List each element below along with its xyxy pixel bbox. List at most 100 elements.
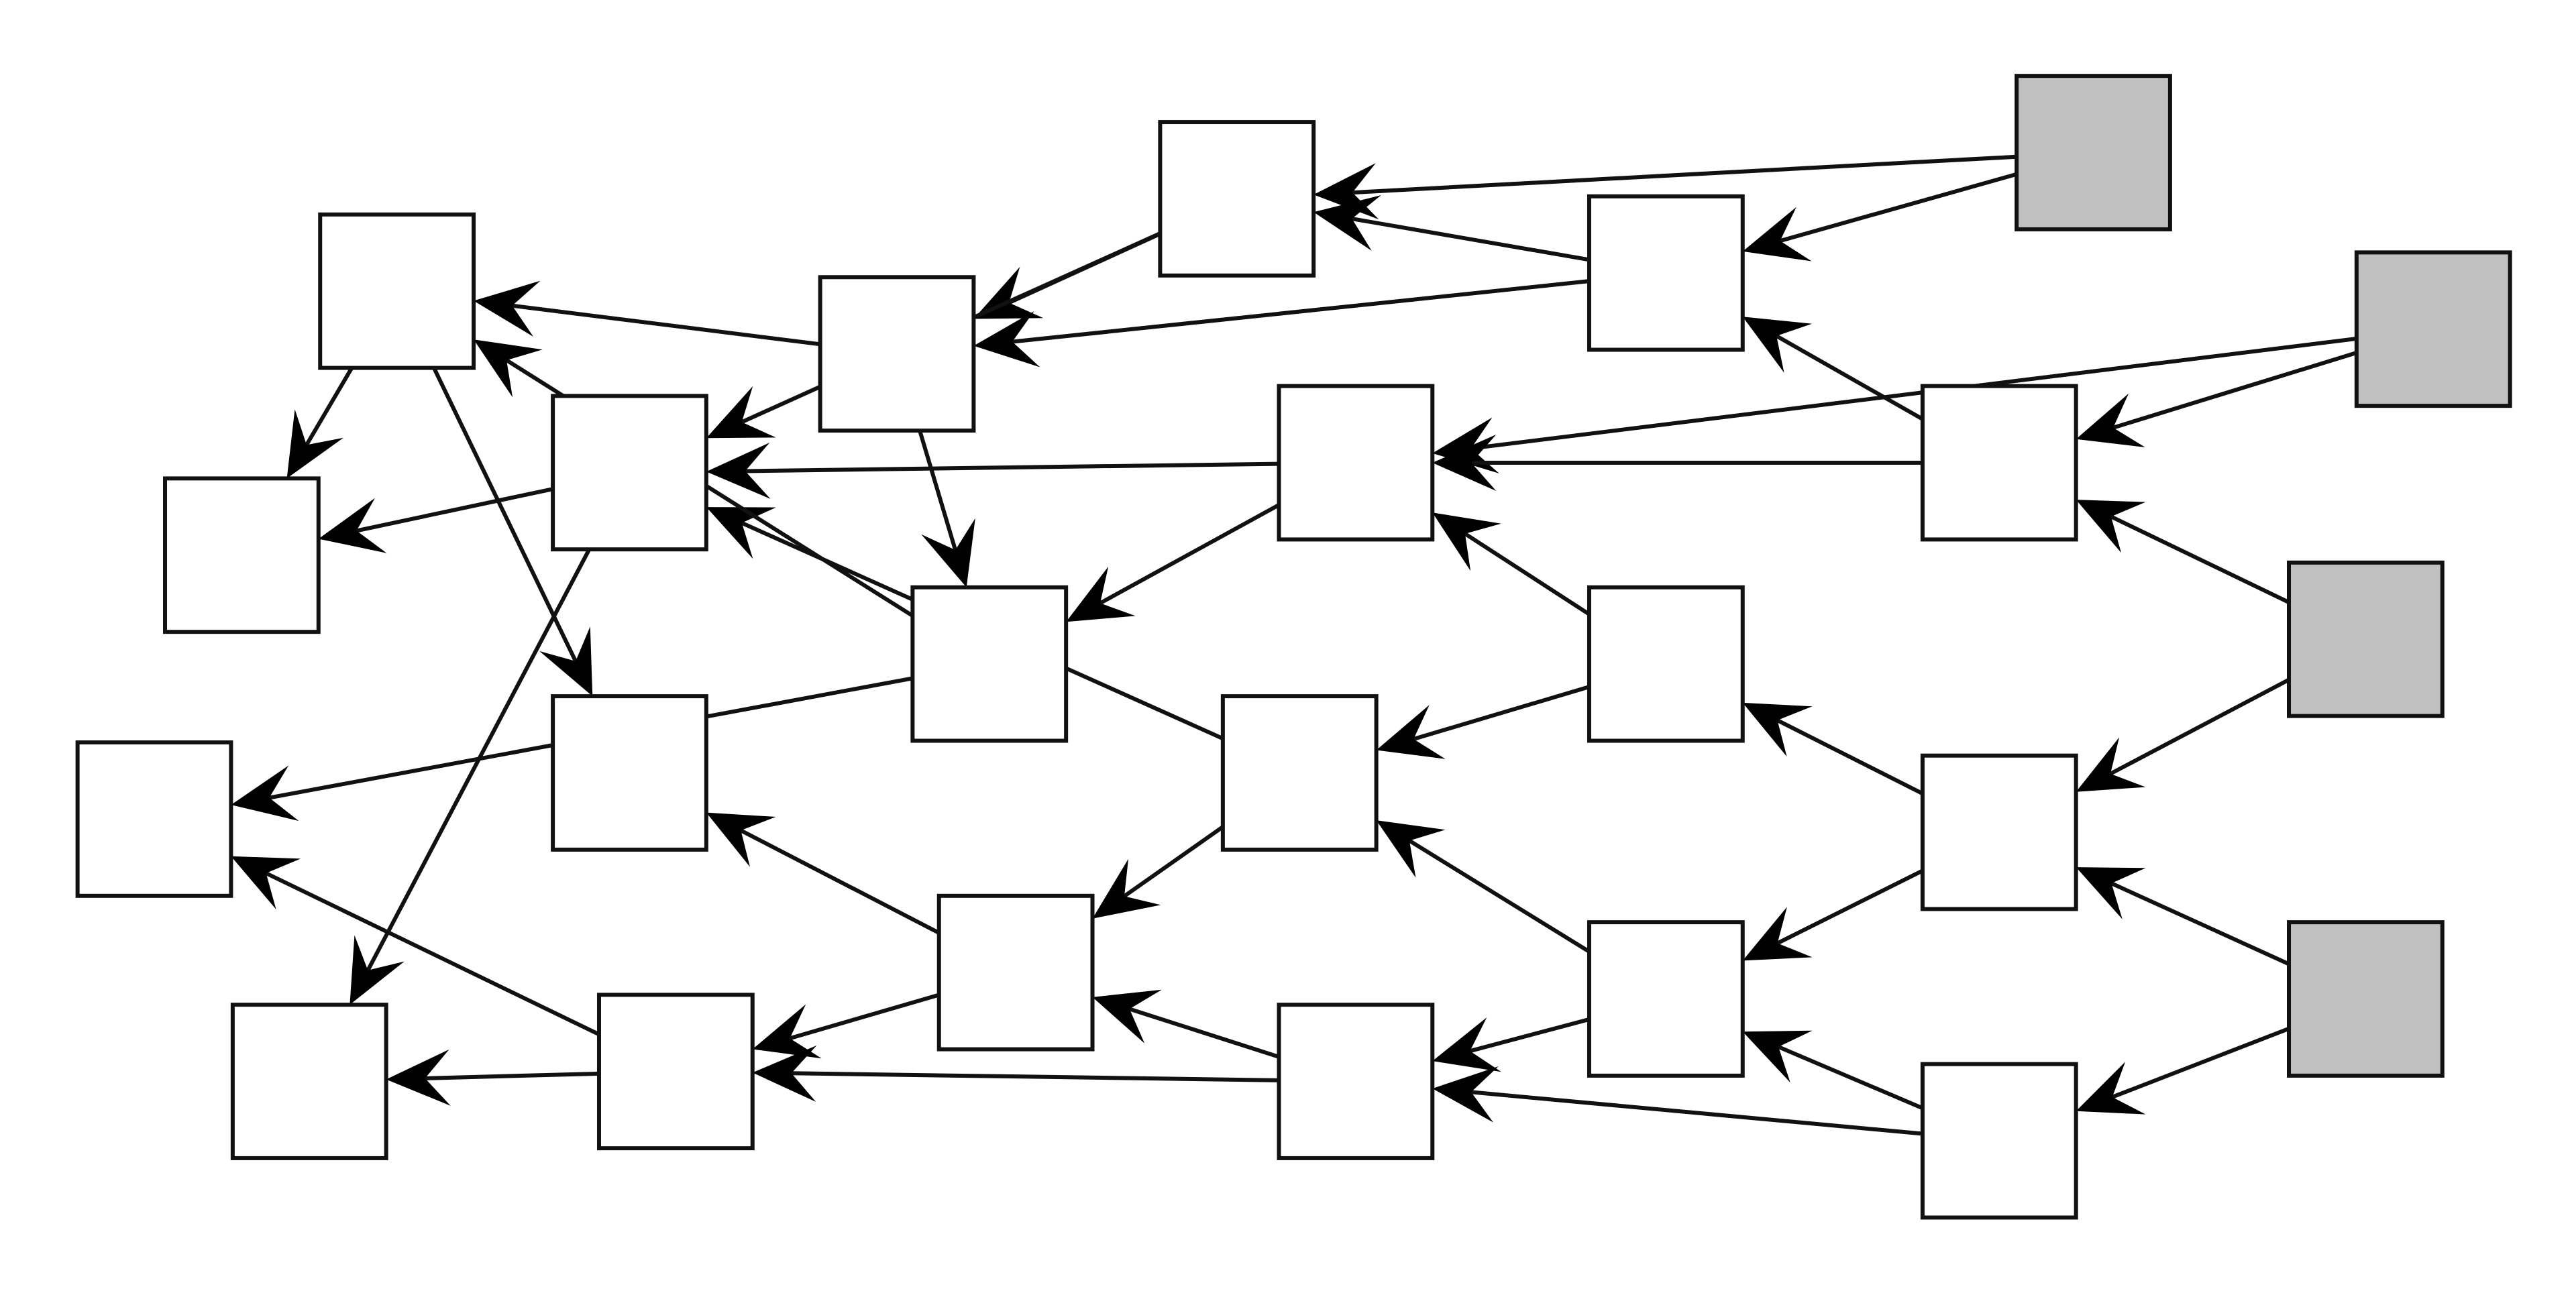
edge-n25-to-n21 [425, 1071, 600, 1080]
node-n12 [1220, 694, 1379, 852]
arrowhead-n4-to-n14 [2076, 1062, 2146, 1115]
node-n21 [230, 1003, 388, 1160]
edge-n2-to-n8 [1470, 336, 2357, 451]
node-n16 [910, 585, 1069, 743]
node-n9 [818, 275, 976, 433]
edge-n1-to-n5 [1779, 172, 2017, 243]
arrowhead-n9-to-n17 [474, 280, 541, 337]
arrowhead-n4-to-n11 [2076, 867, 2146, 919]
arrowhead-n6-to-n9 [973, 266, 1044, 319]
arrowhead-n25-to-n21 [386, 1049, 451, 1106]
edge-n1-to-n6 [1352, 154, 2017, 195]
node-n19 [936, 893, 1095, 1052]
edge-n9-to-n17 [512, 303, 820, 347]
arrowhead-n15-to-n21 [350, 935, 405, 1005]
arrowhead-n17-to-n24 [286, 409, 343, 479]
arrowhead-n13-to-n18 [1432, 1017, 1501, 1072]
arrowhead-n5-to-n6 [1313, 195, 1381, 251]
edge-n4-to-n11 [2110, 881, 2290, 966]
arrowhead-n13-to-n12 [1376, 820, 1446, 878]
arrowhead-n9-to-n16 [921, 518, 975, 587]
edge-n11-to-n10 [1776, 718, 1924, 795]
source-node-n4 [2287, 920, 2445, 1078]
node-n14 [1920, 1062, 2078, 1220]
nodes-layer [75, 74, 2512, 1220]
arrowhead-n7-to-n8 [1432, 435, 1497, 492]
source-node-n1 [2015, 74, 2172, 231]
node-n5 [1587, 194, 1745, 352]
node-n11 [1920, 753, 2078, 911]
arrowhead-n3-to-n7 [2076, 500, 2146, 553]
node-n17 [318, 212, 476, 370]
arrowhead-n12-to-n19 [1092, 858, 1161, 919]
edge-n10-to-n12 [1413, 685, 1590, 741]
arrowhead-n8-to-n15 [706, 442, 771, 499]
edge-n17-to-n23 [432, 367, 578, 663]
edge-n14-to-n18 [1470, 1090, 1923, 1136]
arrowhead-n6-to-n15 [706, 386, 776, 439]
node-n20 [163, 476, 321, 634]
edge-n5-to-n6 [1351, 217, 1590, 262]
node-n15 [551, 394, 708, 552]
arrowhead-n15-to-n20 [318, 498, 387, 553]
edge-n4-to-n14 [2111, 1027, 2290, 1099]
arrowhead-n10-to-n12 [1376, 705, 1446, 759]
arrowhead-n16-to-n17 [474, 339, 543, 398]
arrowhead-n25-to-n22 [231, 856, 301, 909]
edge-n13-to-n12 [1408, 839, 1591, 954]
edge-n18-to-n19 [1128, 1007, 1280, 1059]
arrowhead-n10-to-n8 [1432, 512, 1501, 571]
edge-n5-to-n9 [1012, 279, 1590, 344]
node-n25 [596, 993, 755, 1151]
arrowhead-n3-to-n11 [2076, 737, 2146, 792]
node-n10 [1587, 585, 1745, 743]
edge-n15-to-n20 [356, 487, 553, 533]
arrowhead-n11-to-n10 [1742, 702, 1813, 757]
node-n18 [1277, 1003, 1435, 1160]
node-n22 [75, 740, 233, 898]
arrowhead-n8-to-n16 [1066, 566, 1136, 622]
edge-n12-to-n19 [1123, 825, 1224, 898]
arrowhead-n7-to-n5 [1742, 317, 1813, 373]
edge-n19-to-n23 [740, 828, 941, 935]
node-n7 [1920, 384, 2078, 542]
edge-n8-to-n16 [1099, 503, 1280, 605]
arrowhead-n14-to-n13 [1742, 1030, 1813, 1083]
edge-n13-to-n18 [1469, 1017, 1590, 1054]
edge-n25-to-n22 [265, 871, 600, 1037]
edge-n19-to-n25 [789, 993, 940, 1041]
edge-n11-to-n13 [1776, 868, 1924, 946]
arrowhead-n19-to-n25 [752, 1004, 822, 1059]
arrowhead-n19-to-n23 [706, 812, 776, 867]
node-n13 [1587, 920, 1745, 1078]
arrowhead-n12-to-n15 [706, 507, 776, 559]
arrowhead-n2-to-n7 [2076, 393, 2145, 447]
edge-n3-to-n11 [2109, 677, 2290, 776]
edge-n18-to-n25 [791, 1071, 1279, 1082]
arrowhead-n2-to-n8 [1432, 417, 1499, 473]
source-node-n2 [2354, 250, 2512, 408]
arrowhead-n17-to-n23 [539, 626, 593, 697]
source-node-n3 [2287, 560, 2445, 718]
node-n23 [551, 694, 708, 852]
arrowhead-n14-to-n18 [1432, 1066, 1499, 1123]
edge-n9-to-n16 [918, 430, 958, 551]
edge-n8-to-n15 [745, 461, 1279, 473]
node-n6 [1158, 120, 1316, 278]
arrowhead-n16-to-n22 [231, 765, 299, 822]
arrowhead-n11-to-n13 [1742, 907, 1813, 961]
arrowhead-n18-to-n19 [1092, 989, 1162, 1044]
edge-n10-to-n8 [1464, 532, 1591, 616]
edge-n7-to-n5 [1775, 334, 1924, 421]
edge-n2-to-n7 [2112, 351, 2357, 430]
arrowhead-n5-to-n9 [973, 311, 1040, 368]
edge-n3-to-n7 [2110, 514, 2290, 604]
edges-layer [231, 154, 2357, 1136]
arrowhead-n18-to-n25 [752, 1045, 817, 1102]
node-n8 [1277, 384, 1435, 542]
edge-n17-to-n24 [305, 367, 354, 446]
arrowhead-n1-to-n5 [1742, 207, 1812, 262]
edge-n14-to-n13 [1777, 1045, 1924, 1111]
